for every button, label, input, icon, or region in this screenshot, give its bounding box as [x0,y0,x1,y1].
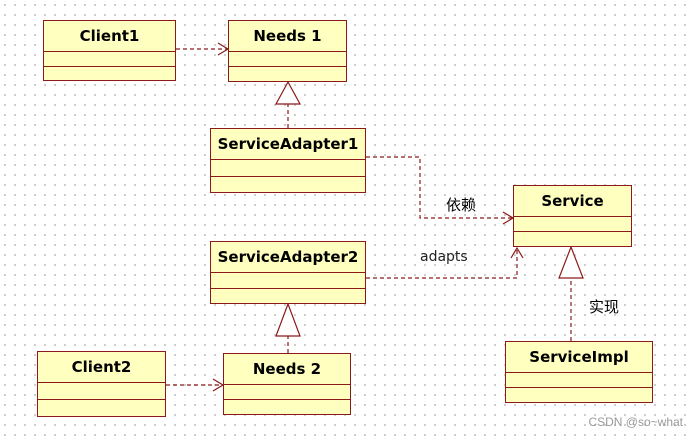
class-service[interactable]: Service [513,185,632,247]
class-name: Client1 [44,21,175,52]
class-operations [506,388,652,402]
class-client1[interactable]: Client1 [43,20,176,81]
dependency-adapter2-service-arrowhead [510,246,524,259]
dependency-label: 依赖 [446,196,477,214]
class-attributes [514,217,631,232]
class-operations [44,67,175,81]
class-attributes [38,383,165,400]
class-operations [211,177,365,193]
class-attributes [211,273,365,289]
class-attributes [44,52,175,67]
class-operations [224,400,350,414]
class-client2[interactable]: Client2 [37,351,166,417]
class-name: Service [514,186,631,217]
class-attributes [224,385,350,400]
dependency-adapter2-service [366,248,518,279]
class-service-adapter1[interactable]: ServiceAdapter1 [210,128,366,193]
dependency-adapter1-service [366,156,513,219]
adapts-label: adapts [420,249,468,265]
class-attributes [211,160,365,177]
realization-needs2-adapter2-triangle [275,302,301,337]
realization-adapter1-needs1-triangle [274,80,302,105]
class-name: ServiceAdapter2 [211,242,365,273]
class-needs1[interactable]: Needs 1 [228,20,347,82]
class-name: ServiceAdapter1 [211,129,365,160]
class-service-adapter2[interactable]: ServiceAdapter2 [210,241,366,304]
class-name: Needs 1 [229,21,346,52]
realization-label: 实现 [589,298,620,316]
class-attributes [506,373,652,388]
class-service-impl[interactable]: ServiceImpl [505,341,653,403]
class-name: Needs 2 [224,354,350,385]
class-operations [514,232,631,246]
class-attributes [229,52,346,67]
class-needs2[interactable]: Needs 2 [223,353,351,415]
class-operations [38,400,165,416]
class-name: Client2 [38,352,165,383]
class-operations [211,289,365,304]
watermark: CSDN @so~what [588,415,683,429]
class-operations [229,67,346,81]
realization-impl-service-triangle [558,245,584,279]
class-name: ServiceImpl [506,342,652,373]
